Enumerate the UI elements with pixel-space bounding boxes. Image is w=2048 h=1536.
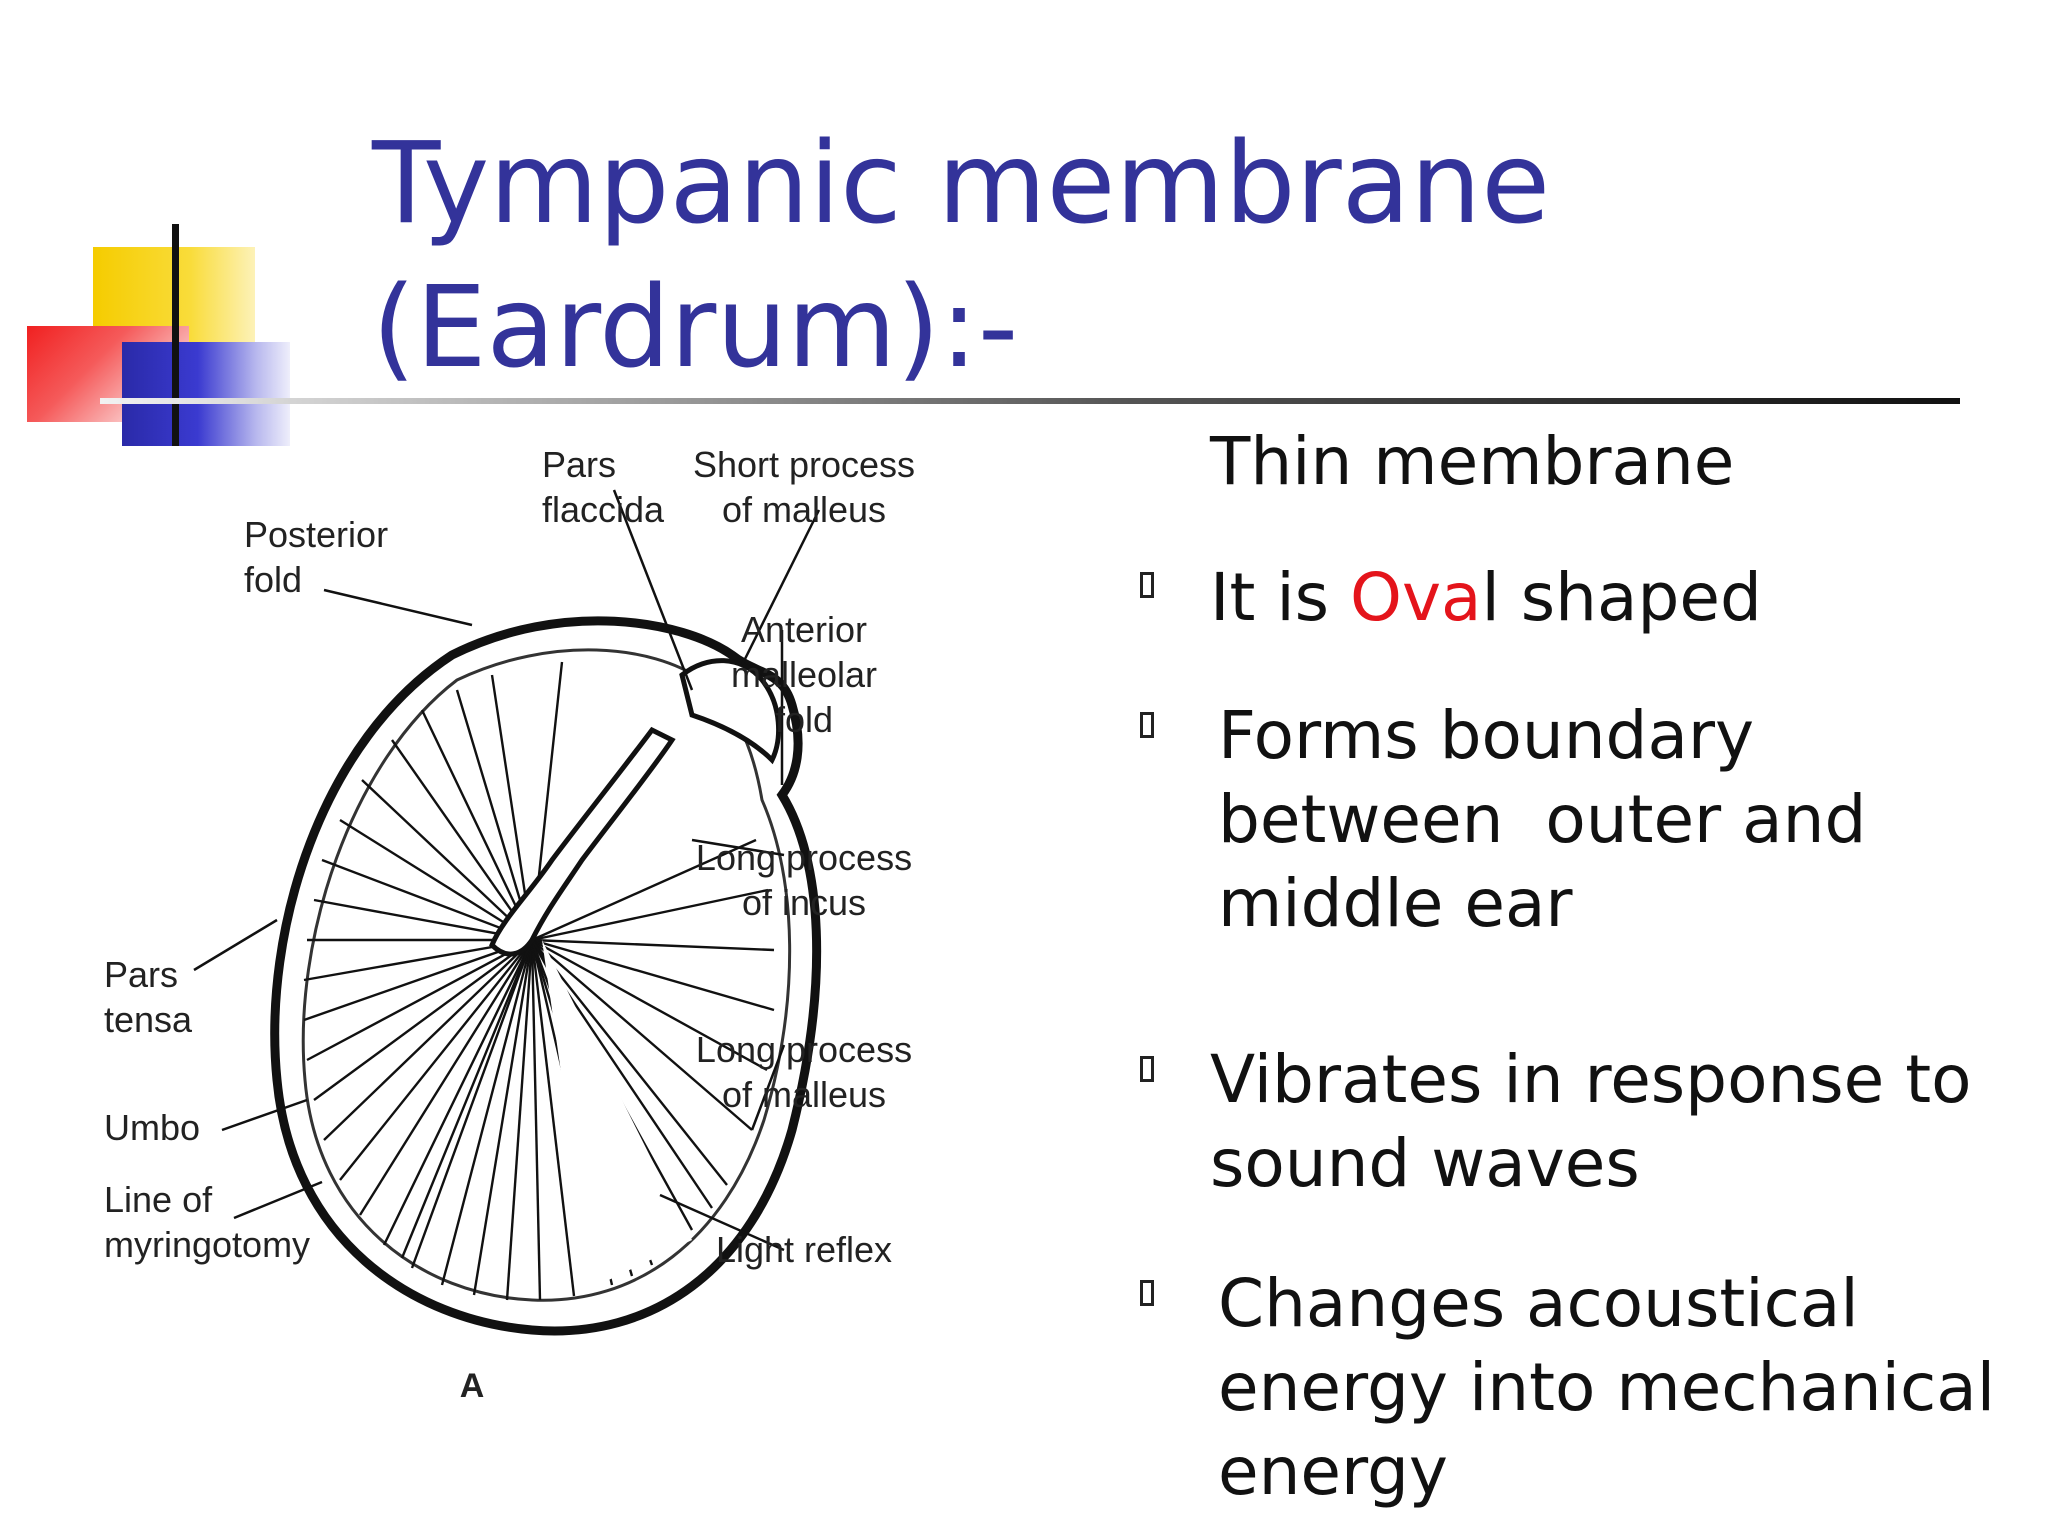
title-line-2: (Eardrum):- xyxy=(372,263,1019,393)
bullet-vibrates: Vibrates in response to sound waves xyxy=(1210,1038,1972,1206)
square-bullet-icon xyxy=(1140,572,1154,598)
bullet-oval-before: It is xyxy=(1210,559,1351,636)
bullet-oval-accent: Ova xyxy=(1350,559,1482,636)
bullet-boundary-line-2: between outer and xyxy=(1218,781,1867,858)
label-myringotomy-2: myringotomy xyxy=(104,1224,310,1265)
light-reflex-cone xyxy=(542,940,692,1288)
bullet-boundary: Forms boundary between outer and middle … xyxy=(1218,694,1866,946)
label-pars-flaccida-1: Pars xyxy=(542,444,616,485)
square-bullet-icon xyxy=(1140,1056,1154,1082)
bullet-oval: It is Oval shaped xyxy=(1210,556,1762,640)
leader-lines xyxy=(193,489,821,1252)
figure-letter: A xyxy=(460,1367,485,1405)
label-anterior-fold-1: Anterior xyxy=(741,609,867,650)
label-myringotomy-1: Line of xyxy=(104,1179,213,1220)
label-long-incus-2: of incus xyxy=(742,882,866,923)
label-long-malleus-1: Long process xyxy=(696,1029,912,1070)
square-bullet-icon xyxy=(1140,1280,1154,1306)
label-anterior-fold-3: fold xyxy=(775,699,833,740)
bullet-changes-line-3: energy xyxy=(1218,1433,1448,1510)
label-pars-tensa-2: tensa xyxy=(104,999,193,1040)
intro-text: Thin membrane xyxy=(1210,423,1735,500)
label-umbo: Umbo xyxy=(104,1107,200,1148)
label-pars-tensa-1: Pars xyxy=(104,954,178,995)
label-long-incus-1: Long process xyxy=(696,837,912,878)
label-posterior-fold-2: fold xyxy=(244,559,302,600)
square-bullet-icon xyxy=(1140,712,1154,738)
bullet-vibrates-line-1: Vibrates in response to xyxy=(1210,1041,1972,1118)
deco-vertical-line xyxy=(172,224,179,446)
label-long-malleus-2: of malleus xyxy=(722,1074,886,1115)
label-light-reflex: Light reflex xyxy=(716,1229,892,1270)
pars-flaccida-shape xyxy=(679,658,782,765)
bullet-changes: Changes acoustical energy into mechanica… xyxy=(1218,1262,1995,1514)
deco-blue-square xyxy=(122,342,290,446)
label-anterior-fold-2: malleolar xyxy=(731,654,877,695)
bullet-changes-line-1: Changes acoustical xyxy=(1218,1265,1859,1342)
title-line-1: Tympanic membrane xyxy=(372,119,1551,249)
bullet-boundary-line-1: Forms boundary xyxy=(1218,697,1755,774)
bullet-boundary-line-3: middle ear xyxy=(1218,865,1573,942)
title-underline xyxy=(100,398,1960,404)
label-posterior-fold-1: Posterior xyxy=(244,514,388,555)
label-short-process-1: Short process xyxy=(693,444,915,485)
label-pars-flaccida-2: flaccida xyxy=(542,489,665,530)
slide-title: Tympanic membrane (Eardrum):- xyxy=(372,112,1572,400)
bullet-changes-line-2: energy into mechanical xyxy=(1218,1349,1996,1426)
bullet-vibrates-line-2: sound waves xyxy=(1210,1125,1640,1202)
label-short-process-2: of malleus xyxy=(722,489,886,530)
bullet-oval-after: l shaped xyxy=(1481,559,1762,636)
eardrum-diagram: Pars flaccida Short process of malleus P… xyxy=(104,444,915,1405)
malleus-handle xyxy=(489,726,676,957)
